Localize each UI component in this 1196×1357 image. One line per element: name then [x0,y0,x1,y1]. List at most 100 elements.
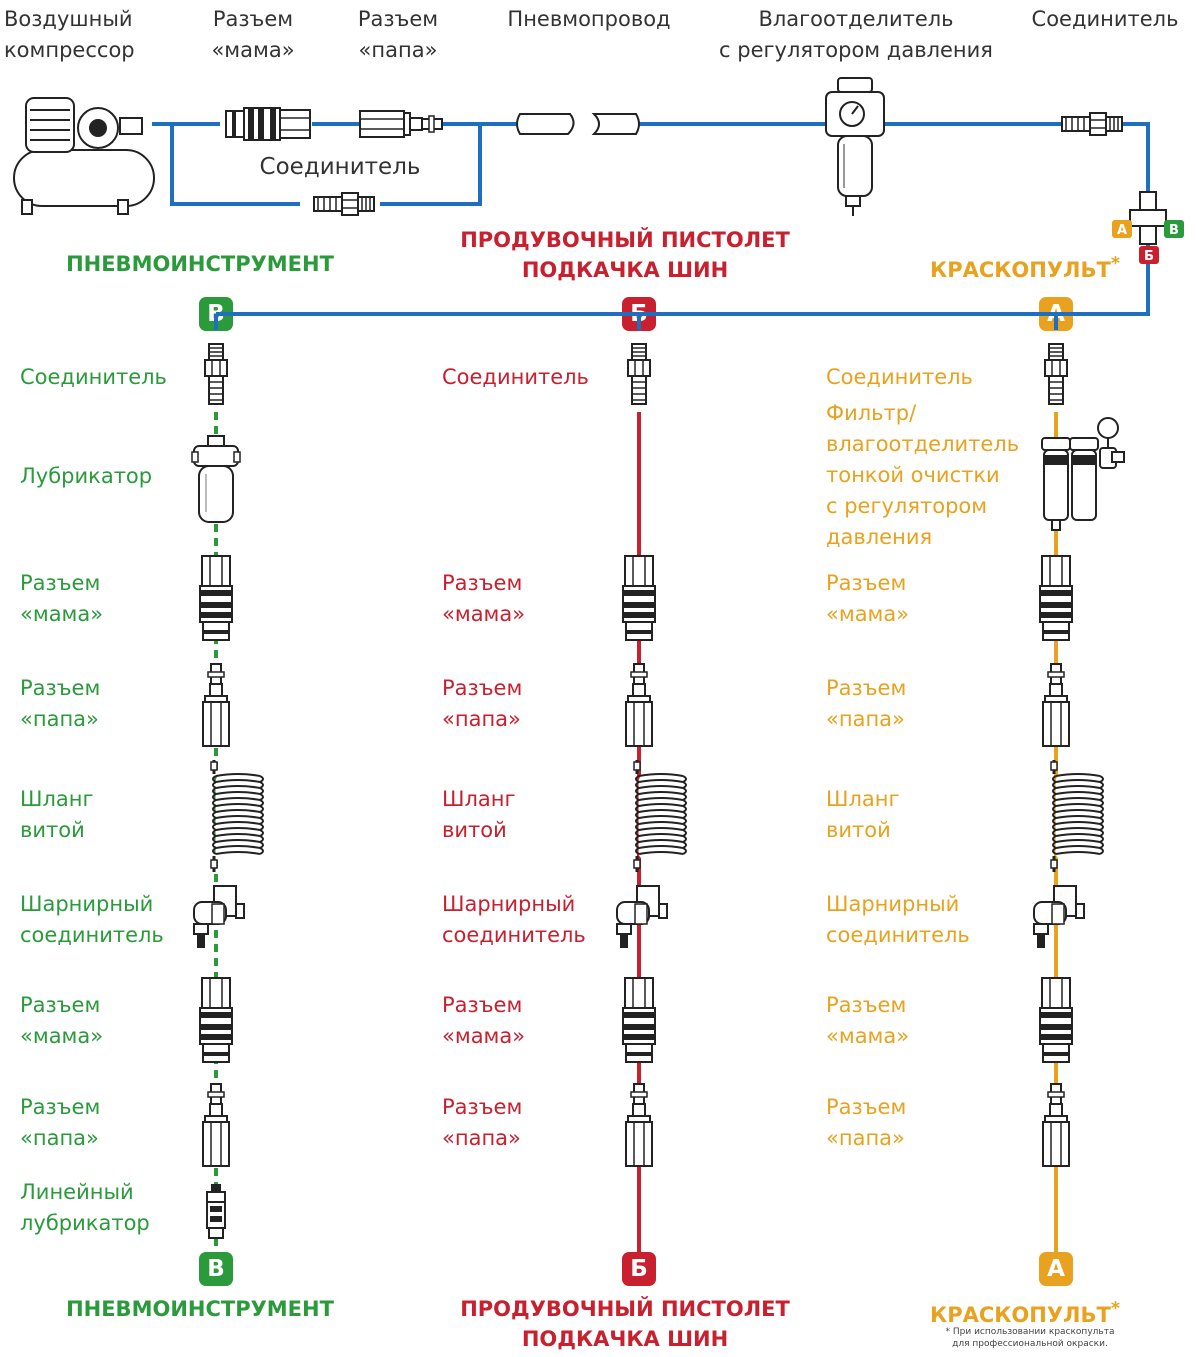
label-line: компрессор [4,38,135,62]
green-label-lubricator: Лубрикатор [20,461,152,492]
red-label-male-2: Разъем «папа» [442,1092,522,1154]
orange-male-icon-1 [1042,663,1070,747]
label-connector-mid: Соединитель [240,152,440,183]
label-top-pipe: Пневмопровод [494,4,684,35]
label-line: Шланг [20,787,94,811]
label-line: «папа» [20,1126,99,1150]
header-line: ПОДКАЧКА ШИН [521,258,729,282]
header-red-bottom: ПРОДУВОЧНЫЙ ПИСТОЛЕТ ПОДКАЧКА ШИН [440,1294,810,1354]
label-line: Пневмопровод [507,7,671,31]
header-orange-bottom: КРАСКОПУЛЬТ* [920,1294,1130,1330]
label-line: «мама» [20,602,104,626]
orange-female-icon-2 [1039,977,1073,1063]
label-line: «папа» [442,1126,521,1150]
label-line: Разъем [442,993,523,1017]
header-green-bottom: ПНЕВМОИНСТРУМЕНТ [40,1294,360,1324]
label-line: «папа» [442,707,521,731]
green-inline-lubricator-icon [206,1183,226,1239]
orange-swivel-icon [1033,885,1085,949]
red-coil-icon [632,758,688,874]
footnote-line: * При использовании краскопульта [945,1327,1115,1337]
green-label-male-2: Разъем «папа» [20,1092,100,1154]
label-line: с регулятором [826,494,988,518]
green-male-icon-1 [202,663,230,747]
label-line: Шарнирный [20,892,154,916]
label-line: Разъем [20,571,101,595]
orange-connector-icon [1044,343,1068,405]
top-female-coupler-icon [225,107,311,141]
tee-label-b: Б [1144,249,1154,264]
label-line: Разъем [20,676,101,700]
asterisk: * [1110,1299,1120,1319]
label-line: Разъем [442,571,523,595]
label-line: «папа» [826,1126,905,1150]
red-swivel-icon [616,885,668,949]
label-line: Шарнирный [442,892,576,916]
label-line: соединитель [20,923,164,947]
label-line: Соединитель [826,365,973,389]
label-compressor: Воздушный компрессор [4,4,135,66]
label-line: Фильтр/ [826,401,917,425]
green-label-connector: Соединитель [20,362,167,393]
header-line: ПРОДУВОЧНЫЙ ПИСТОЛЕТ [460,228,790,252]
footnote-line: для профессиональной окраски. [952,1339,1108,1349]
label-line: витой [442,818,507,842]
green-connector-icon [204,343,228,405]
label-line: Разъем [826,1095,907,1119]
label-line: «мама» [826,1024,910,1048]
label-line: Разъем [20,1095,101,1119]
header-green-top: ПНЕВМОИНСТРУМЕНТ [40,249,360,279]
green-lubricator-icon [191,435,241,523]
green-female-icon-2 [199,977,233,1063]
label-line: Соединитель [442,365,589,389]
badge-a-bottom: А [1039,1252,1073,1286]
label-top-female: Разъем «мама» [205,4,301,66]
label-line: с регулятором давления [719,38,993,62]
label-line: Разъем [212,7,294,31]
label-top-connector: Соединитель [1022,4,1188,35]
orange-label-connector: Соединитель [826,362,973,393]
green-male-icon-2 [202,1083,230,1167]
orange-label-filter: Фильтр/ влагоотделитель тонкой очистки с… [826,398,1019,553]
label-line: Соединитель [1031,7,1179,31]
red-label-connector: Соединитель [442,362,589,393]
orange-label-male-2: Разъем «папа» [826,1092,906,1154]
red-label-female-1: Разъем«мама» [442,568,525,630]
red-female-icon-2 [622,977,656,1063]
asterisk: * [1110,254,1120,274]
red-male-icon-2 [625,1083,653,1167]
tee-label-v: В [1169,223,1179,238]
label-line: Влагоотделитель [758,7,954,31]
separator-regulator-icon [825,77,885,216]
label-line: Лубрикатор [20,464,153,488]
label-line: Разъем [357,7,439,31]
red-label-male-1: Разъем «папа» [442,673,522,735]
label-line: «мама» [20,1024,104,1048]
label-line: Разъем [442,676,523,700]
badge-b-bottom: Б [622,1252,656,1286]
header-orange-top: КРАСКОПУЛЬТ* [920,249,1130,285]
header-line: КРАСКОПУЛЬТ [930,258,1111,282]
red-label-female-2: Разъем«мама» [442,990,525,1052]
green-swivel-icon [193,885,245,949]
red-female-icon-1 [622,555,656,641]
badge-v-bottom: В [199,1252,233,1286]
green-label-male-1: Разъем«папа» [20,673,100,735]
label-line: Разъем [20,993,101,1017]
label-line: «папа» [358,38,438,62]
header-line: ПНЕВМОИНСТРУМЕНТ [66,1297,334,1321]
label-line: Шланг [826,787,900,811]
header-line: ПНЕВМОИНСТРУМЕНТ [66,252,334,276]
orange-label-female-2: Разъем«мама» [826,990,909,1052]
compressor-icon [13,97,155,215]
label-line: витой [20,818,85,842]
label-line: «мама» [826,602,910,626]
green-label-female-1: Разъем «мама» [20,568,103,630]
header-line: КРАСКОПУЛЬТ [930,1303,1111,1327]
label-line: Разъем [442,1095,523,1119]
label-top-separator: Влагоотделитель с регулятором давления [706,4,1006,66]
label-line: «мама» [211,38,295,62]
